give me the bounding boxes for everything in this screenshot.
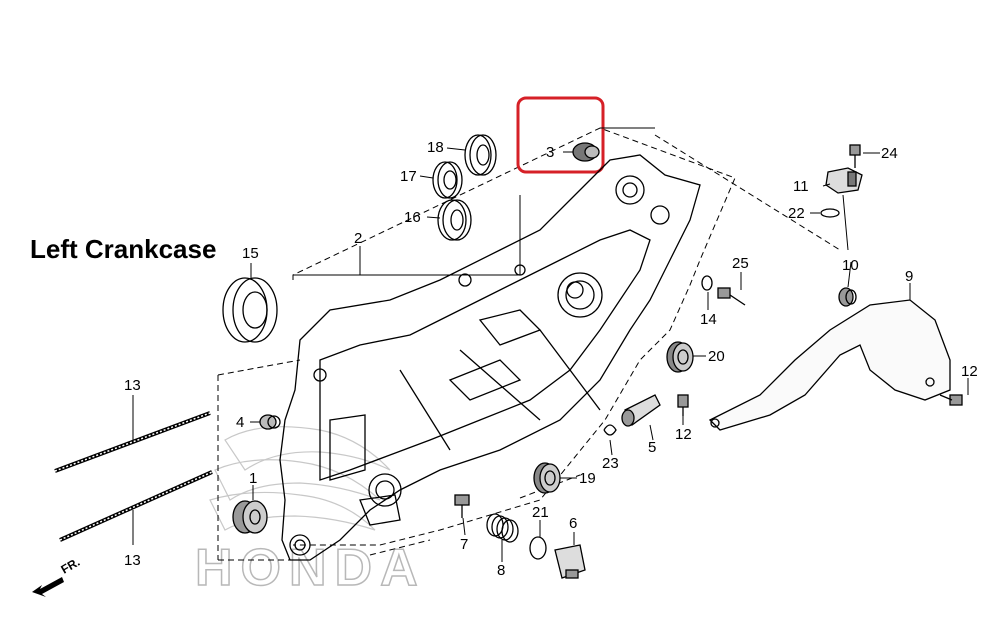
grommet-10 bbox=[838, 287, 857, 307]
bolt-7 bbox=[454, 494, 470, 518]
bracket-9 bbox=[708, 299, 951, 431]
callout-p16: 16 bbox=[404, 209, 421, 226]
callout-p21: 21 bbox=[532, 504, 549, 521]
callout-p2: 2 bbox=[354, 230, 362, 247]
callout-p10: 10 bbox=[842, 257, 859, 274]
callout-p15: 15 bbox=[242, 245, 259, 262]
highlight-box-part-3 bbox=[516, 96, 605, 174]
left-crankcase-body bbox=[279, 154, 701, 561]
stud-bolt-13-upper bbox=[54, 411, 211, 473]
callout-p20: 20 bbox=[708, 348, 725, 365]
o-ring-21 bbox=[529, 536, 547, 560]
honda-watermark: HONDA bbox=[195, 539, 426, 597]
bolt-12-center bbox=[677, 394, 689, 416]
callout-p7: 7 bbox=[460, 536, 468, 553]
callout-p14: 14 bbox=[700, 311, 717, 328]
bolt-12-right bbox=[939, 394, 963, 406]
oil-seal-20 bbox=[666, 341, 694, 373]
assembly-boundary-inner bbox=[217, 359, 301, 561]
callout-p1: 1 bbox=[249, 470, 257, 487]
switch-5 bbox=[621, 394, 661, 427]
speed-sensor-11 bbox=[825, 167, 863, 194]
part-3-sleeve bbox=[572, 142, 600, 162]
diagram-title: Left Crankcase bbox=[30, 234, 217, 264]
callout-numbers: 1 2 3 4 5 6 7 8 9 10 11 12 12 13 13 14 1… bbox=[124, 139, 978, 579]
o-ring-22 bbox=[820, 208, 840, 218]
callout-p13b: 13 bbox=[124, 552, 141, 569]
bolt-25 bbox=[717, 287, 746, 306]
callout-p11: 11 bbox=[793, 178, 809, 195]
clip-23 bbox=[603, 424, 617, 436]
stud-bolt-13-lower bbox=[59, 470, 213, 542]
callout-p3: 3 bbox=[546, 144, 554, 161]
callout-p18: 18 bbox=[427, 139, 444, 156]
part-4-dowel bbox=[259, 414, 281, 430]
plug-6 bbox=[554, 544, 586, 579]
bolt-24 bbox=[849, 144, 861, 168]
bearing-17 bbox=[432, 161, 463, 199]
callout-p4: 4 bbox=[236, 414, 244, 431]
spring-8 bbox=[486, 513, 519, 543]
callout-p9: 9 bbox=[905, 268, 913, 285]
callout-p13a: 13 bbox=[124, 377, 141, 394]
bearing-15 bbox=[222, 277, 278, 343]
callout-p5: 5 bbox=[648, 439, 656, 456]
callout-p25: 25 bbox=[732, 255, 749, 272]
callout-p23: 23 bbox=[602, 455, 619, 472]
oil-seal-19 bbox=[533, 462, 561, 494]
washer-14 bbox=[701, 275, 713, 291]
callout-p12b: 12 bbox=[675, 426, 692, 443]
bearing-16 bbox=[437, 199, 472, 241]
callout-p19: 19 bbox=[579, 470, 596, 487]
callout-p24: 24 bbox=[881, 145, 898, 162]
callout-p22: 22 bbox=[788, 205, 805, 222]
part-1-bushing bbox=[232, 500, 268, 534]
callout-leaders bbox=[132, 127, 969, 562]
callout-p6: 6 bbox=[569, 515, 577, 532]
front-arrow-label: FR. bbox=[59, 555, 83, 577]
callout-p12a: 12 bbox=[961, 363, 978, 380]
callout-p17: 17 bbox=[400, 168, 417, 185]
bearing-18 bbox=[464, 134, 497, 176]
assembly-boundary-left bbox=[292, 127, 736, 546]
callout-p8: 8 bbox=[497, 562, 505, 579]
sensor-dash-line bbox=[654, 134, 841, 251]
front-arrow-icon bbox=[32, 577, 64, 597]
